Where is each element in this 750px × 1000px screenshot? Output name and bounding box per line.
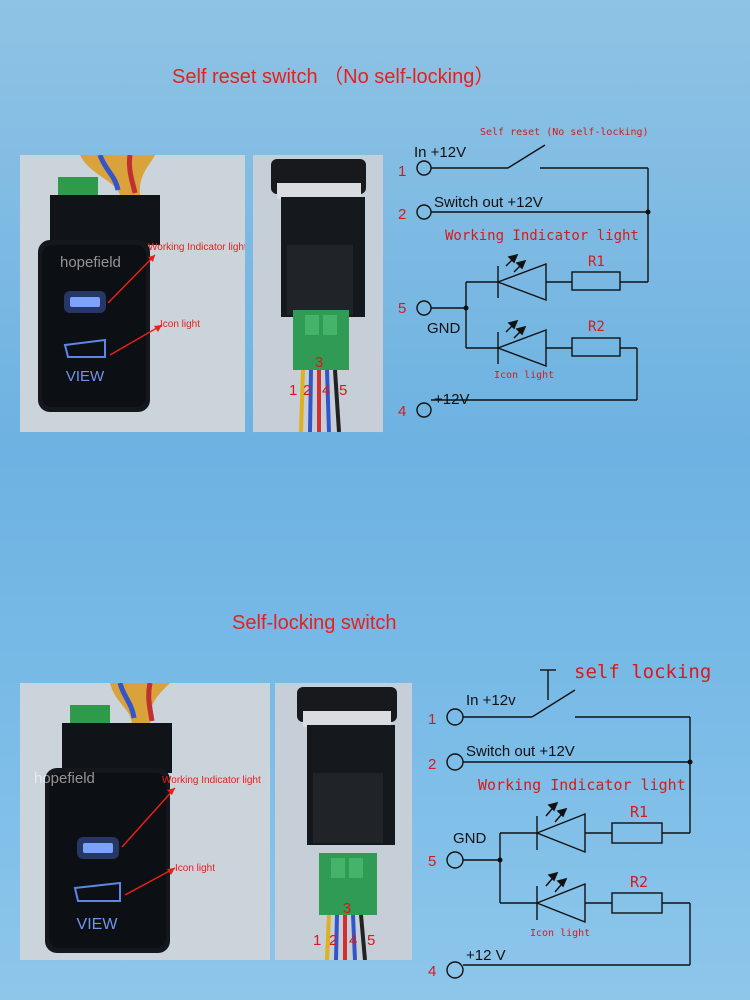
connector-pin-2: 2 [303, 382, 311, 399]
pin-1-label-2: In +12v [466, 692, 516, 709]
switch-side-photo-2: 3 1 2 4 5 [275, 683, 412, 960]
connector-pin-5: 5 [339, 382, 347, 399]
pin-2-label-2: Switch out +12V [466, 743, 575, 760]
gnd-label-2: GND [453, 830, 487, 847]
icon-light-label-2: Icon light [530, 928, 590, 939]
section-2-title: Self-locking switch [232, 612, 397, 634]
section-1-title: Self reset switch （No self-locking） [172, 66, 495, 88]
pin-5-number-2: 5 [428, 853, 436, 870]
pin-2-number-2: 2 [428, 756, 436, 773]
view-button-text: VIEW [66, 368, 105, 385]
pin-1-label: In +12V [414, 144, 466, 161]
working-light-callout-2: Working Indicator light [162, 775, 261, 786]
working-light-label-2: Working Indicator light [478, 776, 686, 794]
connector-pin-3: 3 [315, 354, 323, 371]
r2-label: R2 [588, 319, 605, 335]
connector-pin-5-2: 5 [367, 932, 375, 949]
gnd-label: GND [427, 320, 461, 337]
connector-pin-1: 1 [289, 382, 297, 399]
connector-pin-4: 4 [322, 382, 330, 399]
watermark: hopefield [60, 254, 121, 271]
connector-pin-2-2: 2 [329, 932, 337, 949]
working-light-label: Working Indicator light [445, 228, 639, 244]
pin-4-number-2: 4 [428, 963, 436, 980]
pin-2-label: Switch out +12V [434, 194, 543, 211]
pin-4-number: 4 [398, 403, 406, 420]
pin-4-label: +12V [434, 391, 469, 408]
pin-5-number: 5 [398, 300, 406, 317]
switch-front-photo-2: VIEW Working Indicator light Icon light … [20, 683, 270, 960]
switch-front-photo-1: VIEW Working Indicator light Icon light … [20, 155, 245, 432]
pin-4-label-2: +12 V [466, 947, 506, 964]
icon-light-callout-2: Icon light [175, 863, 215, 874]
switch-type-label-2: self locking [574, 661, 711, 683]
view-button-text-2: VIEW [77, 916, 119, 933]
watermark-2: hopefield [34, 770, 95, 787]
switch-side-photo-1: 3 1 2 4 5 [253, 155, 383, 432]
r1-label: R1 [588, 254, 605, 270]
pin-2-number: 2 [398, 206, 406, 223]
r2-label-2: R2 [630, 873, 648, 891]
pin-1-number: 1 [398, 163, 406, 180]
connector-pin-3-2: 3 [343, 900, 351, 917]
connector-pin-1-2: 1 [313, 932, 321, 949]
icon-light-callout: Icon light [160, 319, 200, 330]
icon-light-label: Icon light [494, 370, 554, 381]
r1-label-2: R1 [630, 803, 648, 821]
working-light-callout: Working Indicator light [148, 242, 245, 253]
pin-1-number-2: 1 [428, 711, 436, 728]
connector-pin-4-2: 4 [349, 932, 357, 949]
switch-type-label-1: Self reset (No self-locking) [480, 127, 649, 138]
